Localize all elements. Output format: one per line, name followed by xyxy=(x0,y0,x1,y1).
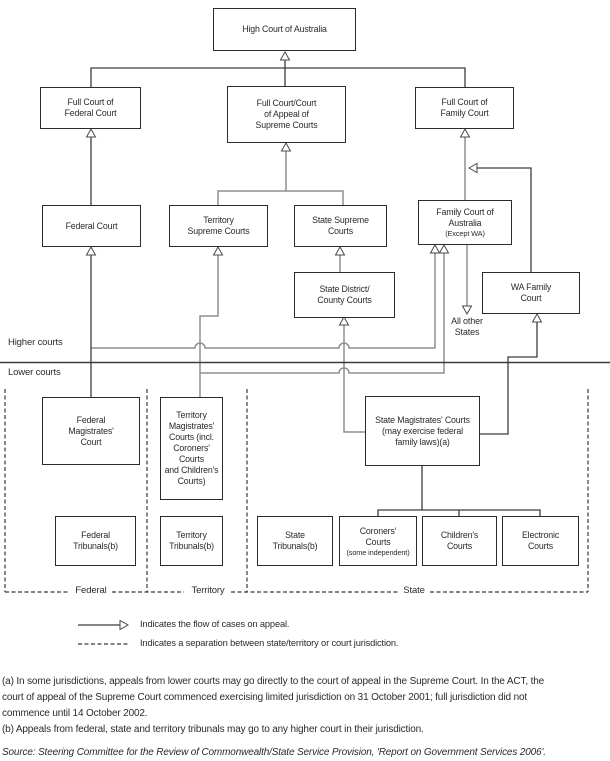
box-territory-tribunals: Territory Tribunals(b) xyxy=(160,516,223,566)
legend-flow-label: Indicates the flow of cases on appeal. xyxy=(140,619,290,629)
territory-mag-to-family-line xyxy=(200,252,445,374)
box-full-court-family: Full Court of Family Court xyxy=(415,87,514,129)
supreme-merge-line xyxy=(217,150,344,205)
arrow-up-territory-supreme-icon xyxy=(212,245,224,256)
arrow-up-state-supreme-icon xyxy=(334,245,346,256)
box-territory-supreme-courts: Territory Supreme Courts xyxy=(169,205,268,247)
state-mag-children-tree-line xyxy=(377,466,541,516)
jurisdiction-label-territory: Territory xyxy=(191,585,225,596)
arrow-right-legend-icon xyxy=(119,619,130,631)
box-wa-family-court: WA Family Court xyxy=(482,272,580,314)
territory-mag-to-territory-supreme-line xyxy=(199,254,219,397)
arrow-up-state-district-icon xyxy=(338,315,350,326)
footnote-a: (a) In some jurisdictions, appeals from … xyxy=(2,676,545,719)
box-state-tribunals: State Tribunals(b) xyxy=(257,516,333,566)
arrow-up-wa-family-icon xyxy=(531,312,543,323)
arrow-down-all-other-states-icon xyxy=(461,305,473,316)
box-childrens-courts: Children's Courts xyxy=(422,516,497,566)
wa-family-to-full-family-line xyxy=(477,167,532,272)
legend-separation-label: Indicates a separation between state/ter… xyxy=(140,638,399,648)
state-mag-to-wa-family-line xyxy=(480,321,538,435)
arrow-up-full-family-icon xyxy=(459,127,471,138)
footnote-b: (b) Appeals from federal, state and terr… xyxy=(2,724,424,735)
arrow-up-full-appeal-icon xyxy=(280,141,292,152)
box-full-court-federal: Full Court of Federal Court xyxy=(40,87,141,129)
box-state-district-county-courts: State District/ County Courts xyxy=(294,272,395,318)
lower-courts-label: Lower courts xyxy=(8,367,61,378)
federal-mag-to-family-line xyxy=(91,252,436,349)
box-full-court-appeal-supreme: Full Court/Court of Appeal of Supreme Co… xyxy=(227,86,346,143)
jurisdiction-label-federal: Federal xyxy=(75,585,107,596)
box-federal-tribunals: Federal Tribunals(b) xyxy=(55,516,136,566)
state-mag-to-state-district-line xyxy=(343,324,365,433)
arrowheads xyxy=(85,50,543,631)
arrow-up-family-aus-right-icon xyxy=(438,243,450,254)
box-coroners-courts: Coroners' Courts (some independent) xyxy=(339,516,417,566)
box-high-court: High Court of Australia xyxy=(213,8,356,51)
box-electronic-courts: Electronic Courts xyxy=(502,516,579,566)
appeal-lines-gray xyxy=(91,136,468,433)
source-line: Source: Steering Committee for the Revie… xyxy=(2,747,546,758)
footnotes: (a) In some jurisdictions, appeals from … xyxy=(2,674,608,738)
box-state-magistrates-courts: State Magistrates' Courts (may exercise … xyxy=(365,396,480,466)
arrow-up-full-federal-icon xyxy=(85,127,97,138)
jurisdiction-dashed-lines xyxy=(4,389,589,645)
box-federal-court: Federal Court xyxy=(42,205,141,247)
arrow-up-high-court-icon xyxy=(279,50,291,61)
arrow-up-family-aus-left-icon xyxy=(429,243,441,254)
high-court-tree-line xyxy=(90,59,466,87)
arrow-up-federal-court-icon xyxy=(85,245,97,256)
box-family-court-australia: Family Court of Australia (Except WA) xyxy=(418,200,512,245)
higher-courts-label: Higher courts xyxy=(8,337,63,348)
box-territory-magistrates-courts: Territory Magistrates' Courts (incl. Cor… xyxy=(160,397,223,500)
all-other-states-label: All other States xyxy=(451,316,483,337)
jurisdiction-label-state: State xyxy=(403,585,425,596)
arrow-left-wa-join-icon xyxy=(467,162,478,174)
box-federal-magistrates-court: Federal Magistrates' Court xyxy=(42,397,140,465)
appeal-lines-dark xyxy=(0,59,610,626)
box-state-supreme-courts: State Supreme Courts xyxy=(294,205,387,247)
